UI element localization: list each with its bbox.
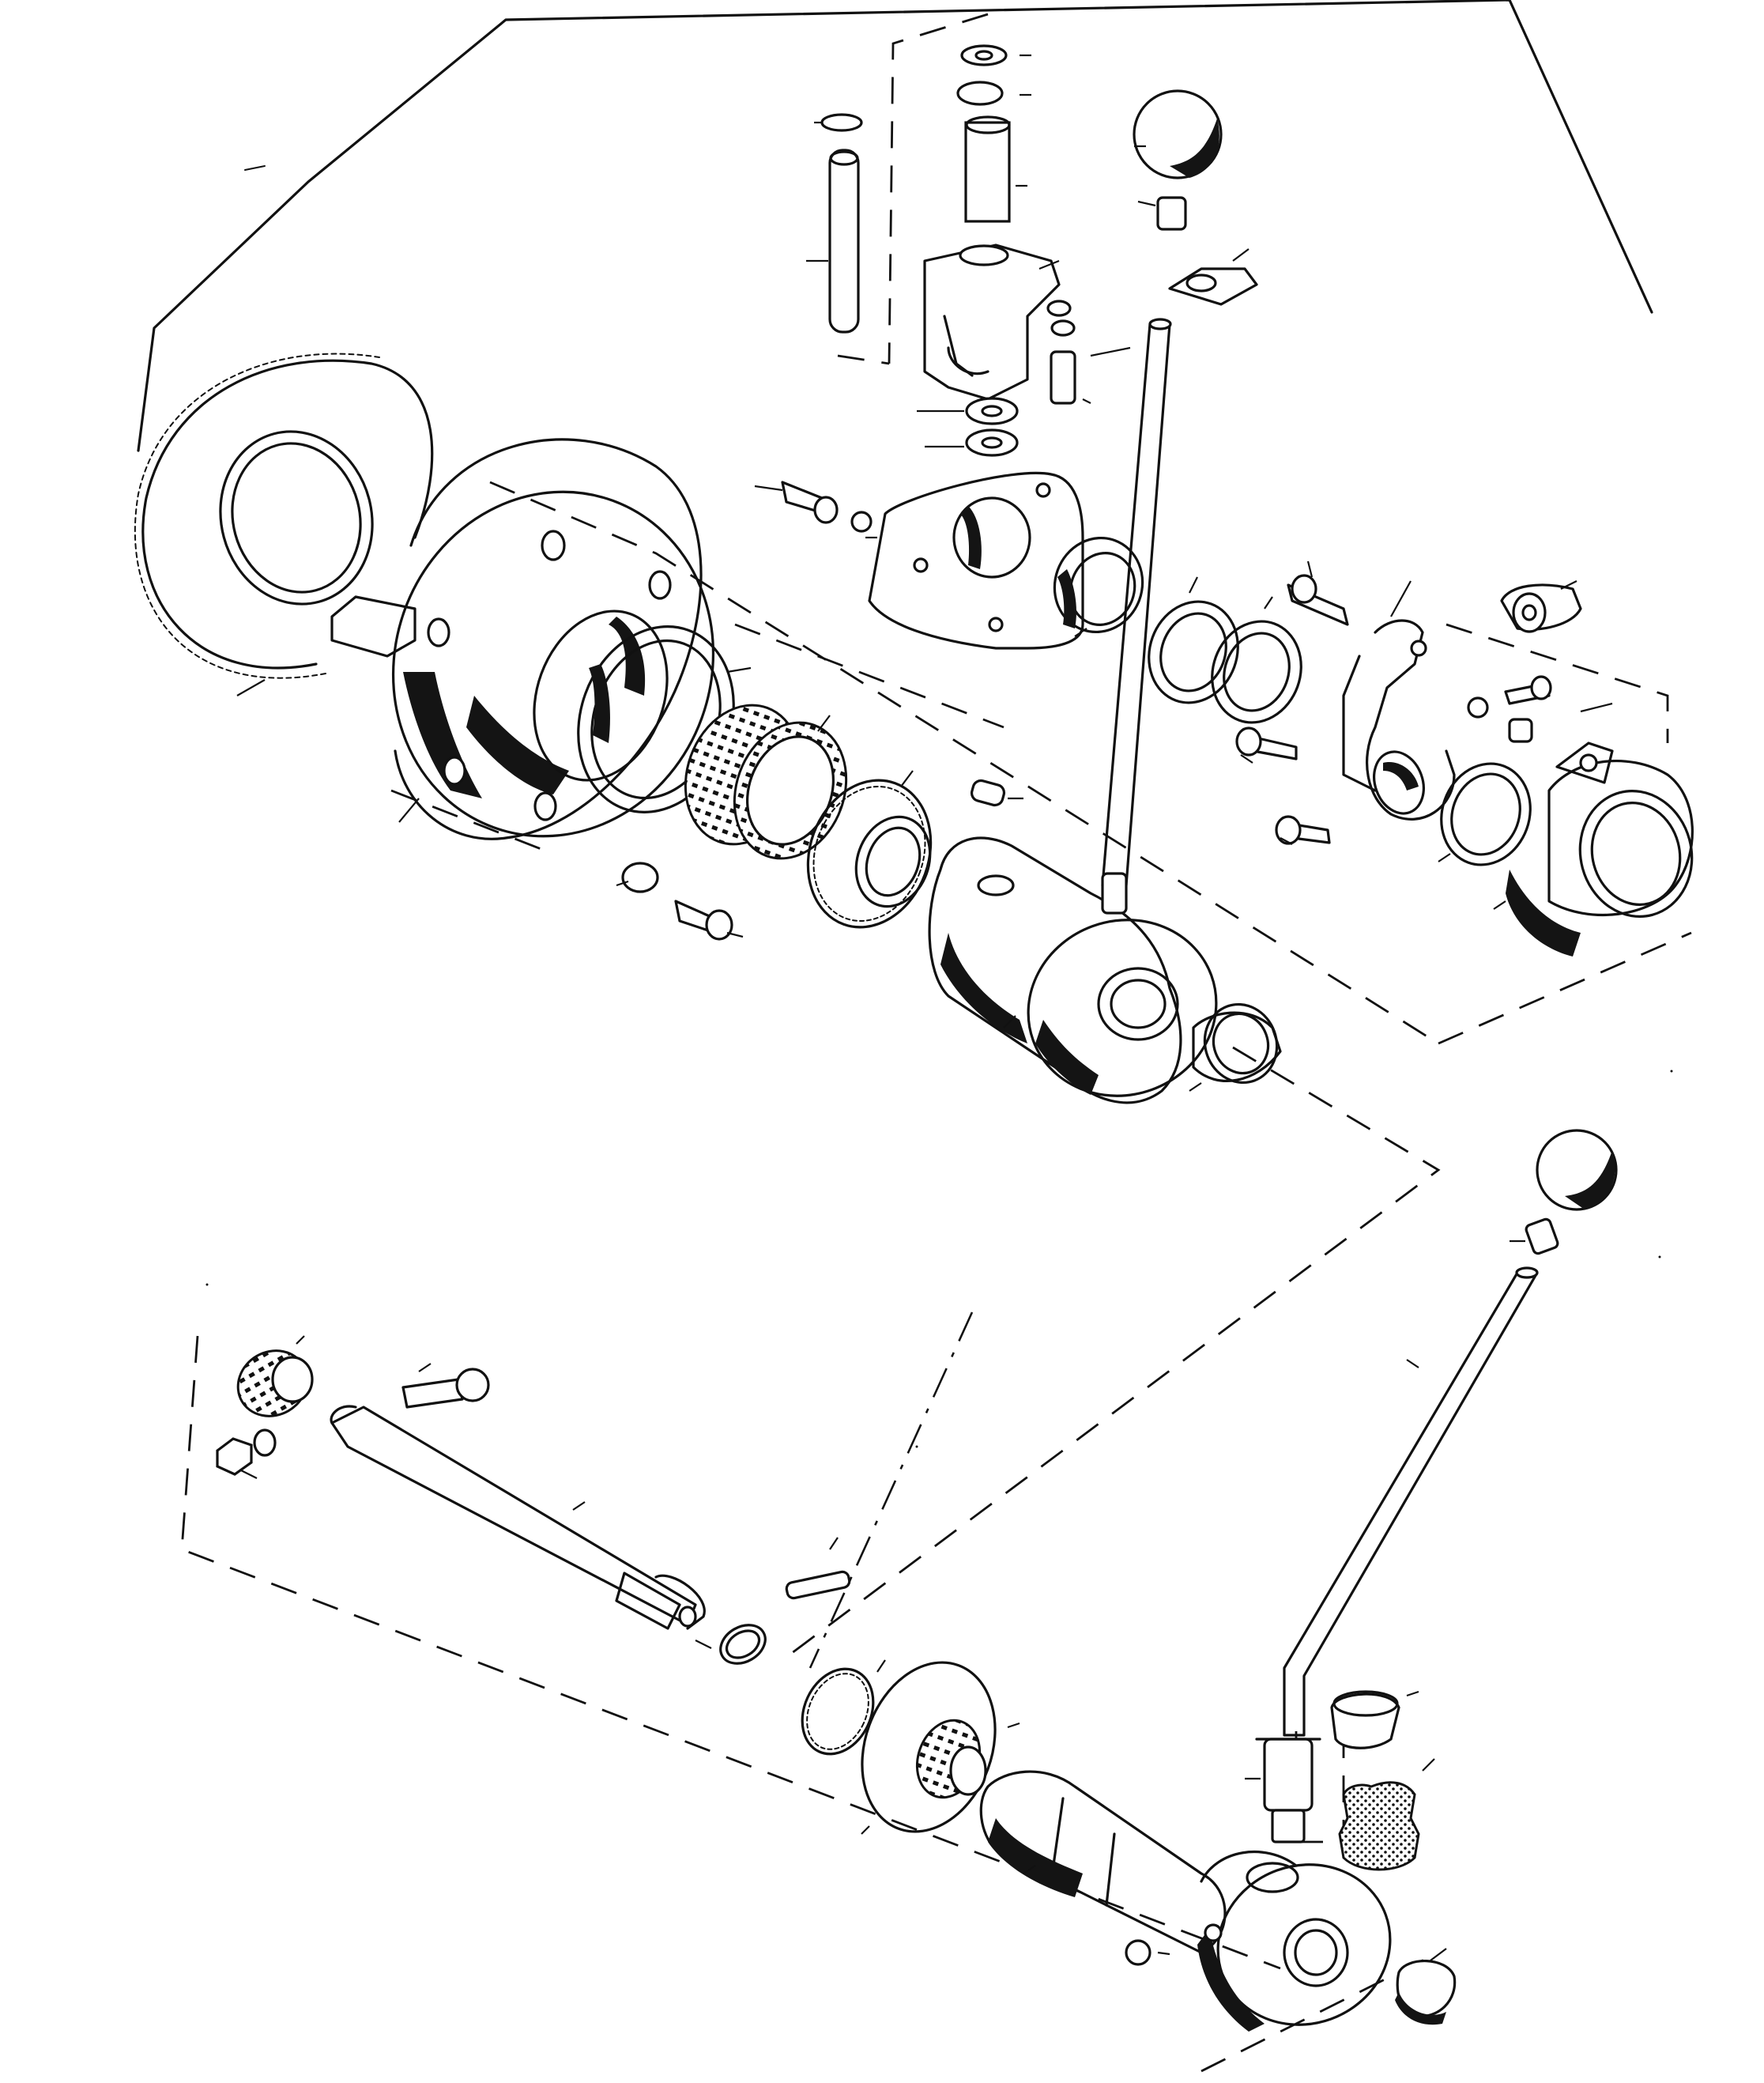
small-pin-and-clip [1050, 346, 1131, 405]
upper-assembly-outline [137, 0, 1653, 452]
shim-ring-right [1438, 762, 1532, 866]
rod-end-eye [1168, 248, 1258, 306]
nut-and-washer [216, 1428, 277, 1479]
lower-seal-ring [801, 1659, 886, 1756]
roll-pin [785, 1537, 851, 1600]
assembly-dashed-boundaries [180, 13, 1692, 2073]
selector-pin [806, 113, 863, 334]
lever-knob-top [1133, 89, 1223, 231]
sleeve-bearing [1189, 1002, 1282, 1092]
hub-housing [330, 438, 715, 840]
lower-shift-housing [979, 1770, 1392, 2032]
shim-washers-right [1148, 576, 1302, 724]
circlip [719, 1624, 767, 1665]
selector-rod [330, 1405, 712, 1649]
gear-lever-rod-upper [1101, 318, 1172, 915]
ball-stud [401, 1363, 490, 1409]
selector-washers [917, 397, 1019, 457]
lower-dowel-and-cap [1125, 1939, 1457, 2025]
lever-boot-and-seat [1245, 1690, 1435, 1871]
lower-thrust-washer [861, 1661, 1020, 1835]
woodruff-key [970, 779, 1023, 807]
scan-specks [205, 1070, 1673, 1448]
shift-shaft-housing [928, 836, 1218, 1104]
small-bolts-right [1467, 675, 1613, 743]
needle-roller-cage [684, 704, 848, 860]
needle-bearing-small [236, 1335, 314, 1417]
selector-fork-block [923, 243, 1076, 401]
friction-disc [134, 353, 434, 696]
small-cap-and-screw [616, 862, 744, 941]
rod-end-right [1500, 580, 1582, 633]
selector-sleeve-stack [956, 44, 1031, 223]
clevis-bolts [1235, 560, 1349, 845]
shift-lever-arm [1342, 580, 1456, 821]
gear-lever-rod-lower [1283, 1266, 1539, 1737]
mounting-plate [754, 471, 1084, 650]
lever-knob-lower [1510, 1129, 1618, 1255]
bearing-cup [577, 625, 752, 813]
clamp-collar-right [1493, 742, 1694, 957]
needle-bearing-right [1053, 536, 1144, 637]
seal-ring [806, 770, 933, 929]
